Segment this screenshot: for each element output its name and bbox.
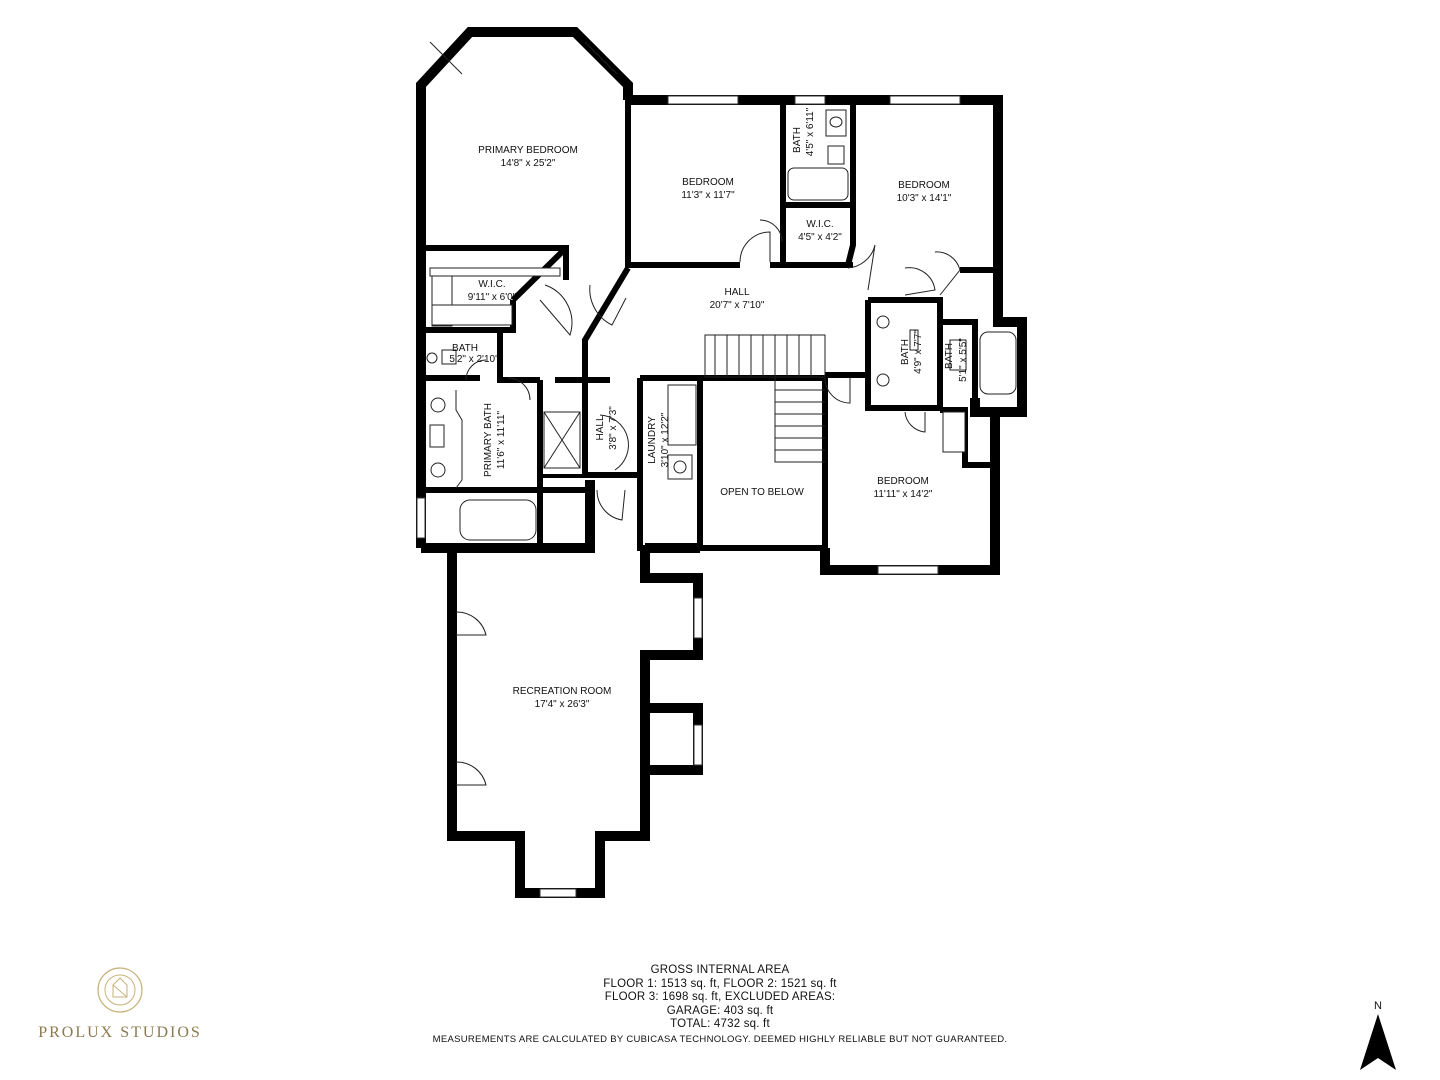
- stairs: [704, 334, 826, 463]
- primary-bedroom-name: PRIMARY BEDROOM: [478, 145, 578, 156]
- wic-primary-dims: 9'11" x 6'0": [468, 292, 517, 303]
- recreation-room-name: RECREATION ROOM: [513, 686, 612, 697]
- wic-1-dims: 4'5" x 4'2": [798, 232, 842, 243]
- primary-bath-dims: 11'6" x 11'11": [496, 410, 507, 469]
- bath-small-dims: 5'2" x 2'10": [449, 354, 499, 365]
- disclaimer: MEASUREMENTS ARE CALCULATED BY CUBICASA …: [432, 1033, 1008, 1045]
- hall-main-dims: 20'7" x 7'10": [710, 300, 765, 311]
- bedroom-1-name: BEDROOM: [682, 177, 734, 188]
- room-labels: PRIMARY BEDROOM 14'8" x 25'2" BEDROOM 11…: [449, 107, 969, 710]
- floor-plan: PRIMARY BEDROOM 14'8" x 25'2" BEDROOM 11…: [416, 27, 1027, 898]
- bath-1-dims: 4'5" x 6'11": [805, 107, 816, 156]
- bedroom-1-dims: 11'3" x 11'7": [681, 190, 735, 201]
- area-line-4: TOTAL: 4732 sq. ft: [670, 1018, 770, 1030]
- hall-small-name: HALL: [595, 415, 606, 440]
- bedroom-3-name: BEDROOM: [877, 476, 929, 487]
- bedroom-2-name: BEDROOM: [898, 180, 950, 191]
- bath-2-name: BATH: [900, 339, 911, 365]
- area-line-1: FLOOR 1: 1513 sq. ft, FLOOR 2: 1521 sq. …: [603, 977, 837, 990]
- brand-name: PROLUX STUDIOS: [38, 1024, 202, 1041]
- area-summary: GROSS INTERNAL AREA FLOOR 1: 1513 sq. ft…: [400, 964, 1040, 1046]
- doors: [455, 219, 966, 786]
- hall-main-name: HALL: [724, 287, 749, 298]
- brand-emblem-icon: [97, 967, 143, 1013]
- bath-3-dims: 5'1" x 5'5": [958, 338, 969, 382]
- recreation-room-dims: 17'4" x 26'3": [535, 699, 590, 710]
- north-label: N: [1374, 1000, 1382, 1012]
- bath-3-name: BATH: [944, 343, 955, 369]
- bath-small-name: BATH: [452, 343, 478, 354]
- area-line-3: GARAGE: 403 sq. ft: [666, 1004, 774, 1017]
- wic-1-name: W.I.C.: [806, 219, 833, 230]
- windows: [416, 41, 961, 898]
- hall-small-dims: 3'8" x 7'3": [608, 406, 619, 450]
- open-to-below-label: OPEN TO BELOW: [720, 487, 804, 498]
- north-arrow-icon: [1360, 1014, 1396, 1070]
- area-line-2: FLOOR 3: 1698 sq. ft, EXCLUDED AREAS:: [604, 991, 836, 1003]
- bedroom-2-dims: 10'3" x 14'1": [897, 193, 952, 204]
- primary-bath-name: PRIMARY BATH: [483, 403, 494, 477]
- brand-logo: PROLUX STUDIOS: [30, 965, 210, 1042]
- area-title: GROSS INTERNAL AREA: [650, 964, 790, 976]
- bath-1-name: BATH: [792, 127, 803, 153]
- bedroom-3-dims: 11'11" x 14'2": [874, 489, 933, 500]
- wic-primary-name: W.I.C.: [478, 279, 505, 290]
- laundry-name: LAUNDRY: [647, 416, 658, 464]
- laundry-dims: 3'10" x 12'2": [660, 412, 671, 467]
- primary-bedroom-dims: 14'8" x 25'2": [501, 158, 556, 169]
- compass: N: [1358, 1000, 1398, 1079]
- bath-2-dims: 4'9" x 7'7": [913, 330, 924, 374]
- fixtures: [426, 109, 1017, 541]
